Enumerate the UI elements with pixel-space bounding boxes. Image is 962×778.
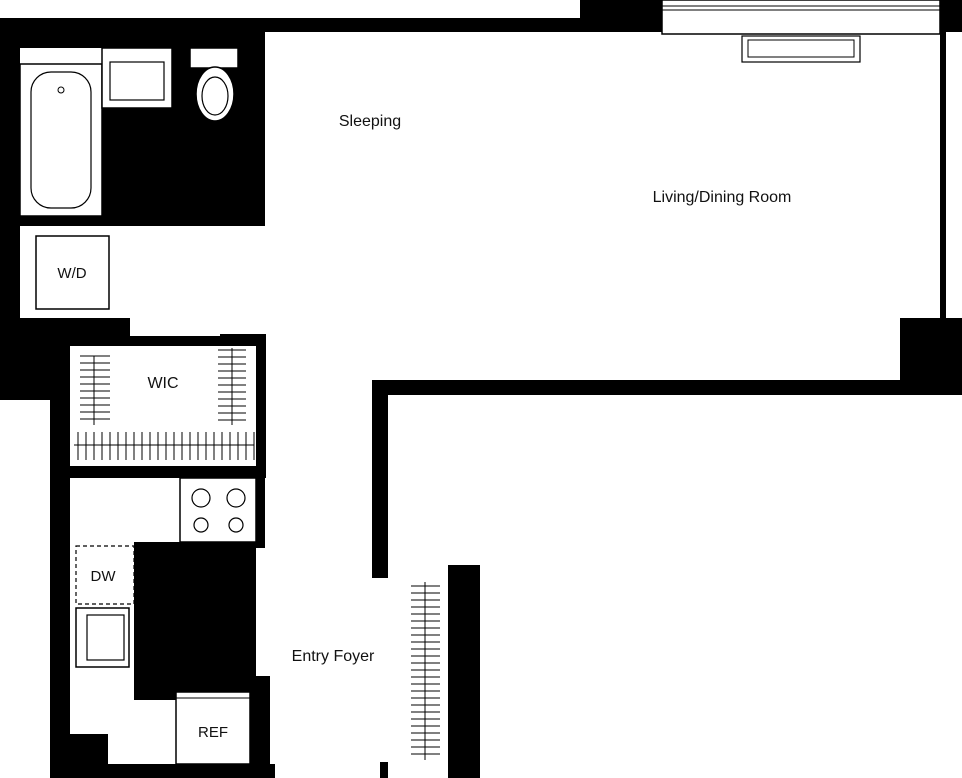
wall-corridor-top [372,380,962,395]
burner-2 [226,488,246,508]
kitchen-wall-left [50,478,70,778]
foyer-floor-bottom [280,764,366,778]
laundry-wall-corner [118,318,130,346]
washer-dryer-box [35,235,110,310]
dishwasher-box [75,545,135,605]
kitchen-wall-bottom [50,764,275,778]
wic-shelf-right [218,348,246,425]
window [661,0,941,63]
radiator-inner [747,39,855,58]
wic-label: WIC [147,375,178,392]
kitchen-wall-ref-right [250,676,270,778]
bathtub-drain [57,86,65,94]
wic-wall-right [256,334,266,470]
burner-1 [191,488,211,508]
refrigerator-label: REF [198,724,228,741]
kitchen: DW REF [50,477,275,778]
walk-in-closet: WIC [50,334,266,478]
foyer-closet-shelf [411,582,440,760]
kitchen-counter-black [134,542,256,700]
wic-shelf-left [80,355,110,425]
bathtub-basin [30,71,92,209]
wall-foyer-left [372,380,388,578]
laundry-opening [130,226,265,336]
wic-wall-top-right [220,334,266,346]
toilet-tank [189,47,239,69]
bathroom-wall-right [252,48,265,226]
wic-wall-bottom [70,466,266,478]
washer-dryer-label: W/D [57,265,86,282]
wic-shelf-bottom [74,432,255,460]
laundry: W/D [35,235,130,346]
window-frame [661,0,941,35]
exterior-void-lower-right [388,395,962,778]
wall-foyer-right [448,565,480,778]
kitchen-corner-block [70,734,108,764]
burner-3 [193,517,209,533]
burner-4 [228,517,244,533]
cooktop [179,477,257,543]
dishwasher-label: DW [91,568,117,585]
sleeping-label: Sleeping [339,113,401,130]
kitchen-wall-right [256,478,265,548]
refrigerator-box [175,691,251,765]
kitchen-sink-basin [86,614,125,661]
exterior-void-right-strip [946,32,962,318]
toilet-seat [201,76,229,116]
bathroom-wall-bottom [20,216,165,226]
wic-wall-left [50,346,70,466]
living-dining-label: Living/Dining Room [653,189,792,206]
bathroom [19,47,265,226]
entry-foyer-label: Entry Foyer [292,648,375,665]
sink [109,61,165,101]
